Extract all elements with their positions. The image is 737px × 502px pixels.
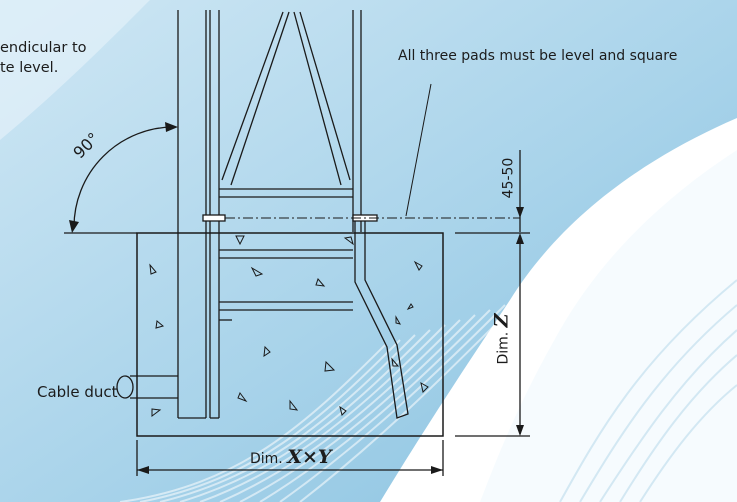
note-left-line1: endicular to bbox=[0, 40, 87, 56]
width-variable: X×Y bbox=[287, 446, 332, 468]
depth-prefix: Dim. bbox=[495, 331, 512, 365]
gap-dimension-label: 45-50 bbox=[500, 157, 517, 199]
cable-duct-label: Cable duct bbox=[37, 383, 118, 401]
aggregate-marks bbox=[149, 235, 429, 417]
depth-variable: Z bbox=[490, 313, 513, 328]
width-dimension-label: Dim. X×Y bbox=[250, 446, 331, 468]
note-left-line2: te level. bbox=[0, 60, 59, 76]
note-level-square: All three pads must be level and square bbox=[398, 48, 678, 64]
foundation-drawing bbox=[64, 10, 530, 476]
concrete-block bbox=[136, 232, 444, 437]
note-perpendicular: endicular to te level. bbox=[0, 38, 87, 78]
width-prefix: Dim. bbox=[250, 451, 283, 467]
cable-duct bbox=[130, 375, 178, 399]
depth-dimension-label: Dim. Z bbox=[491, 313, 513, 364]
